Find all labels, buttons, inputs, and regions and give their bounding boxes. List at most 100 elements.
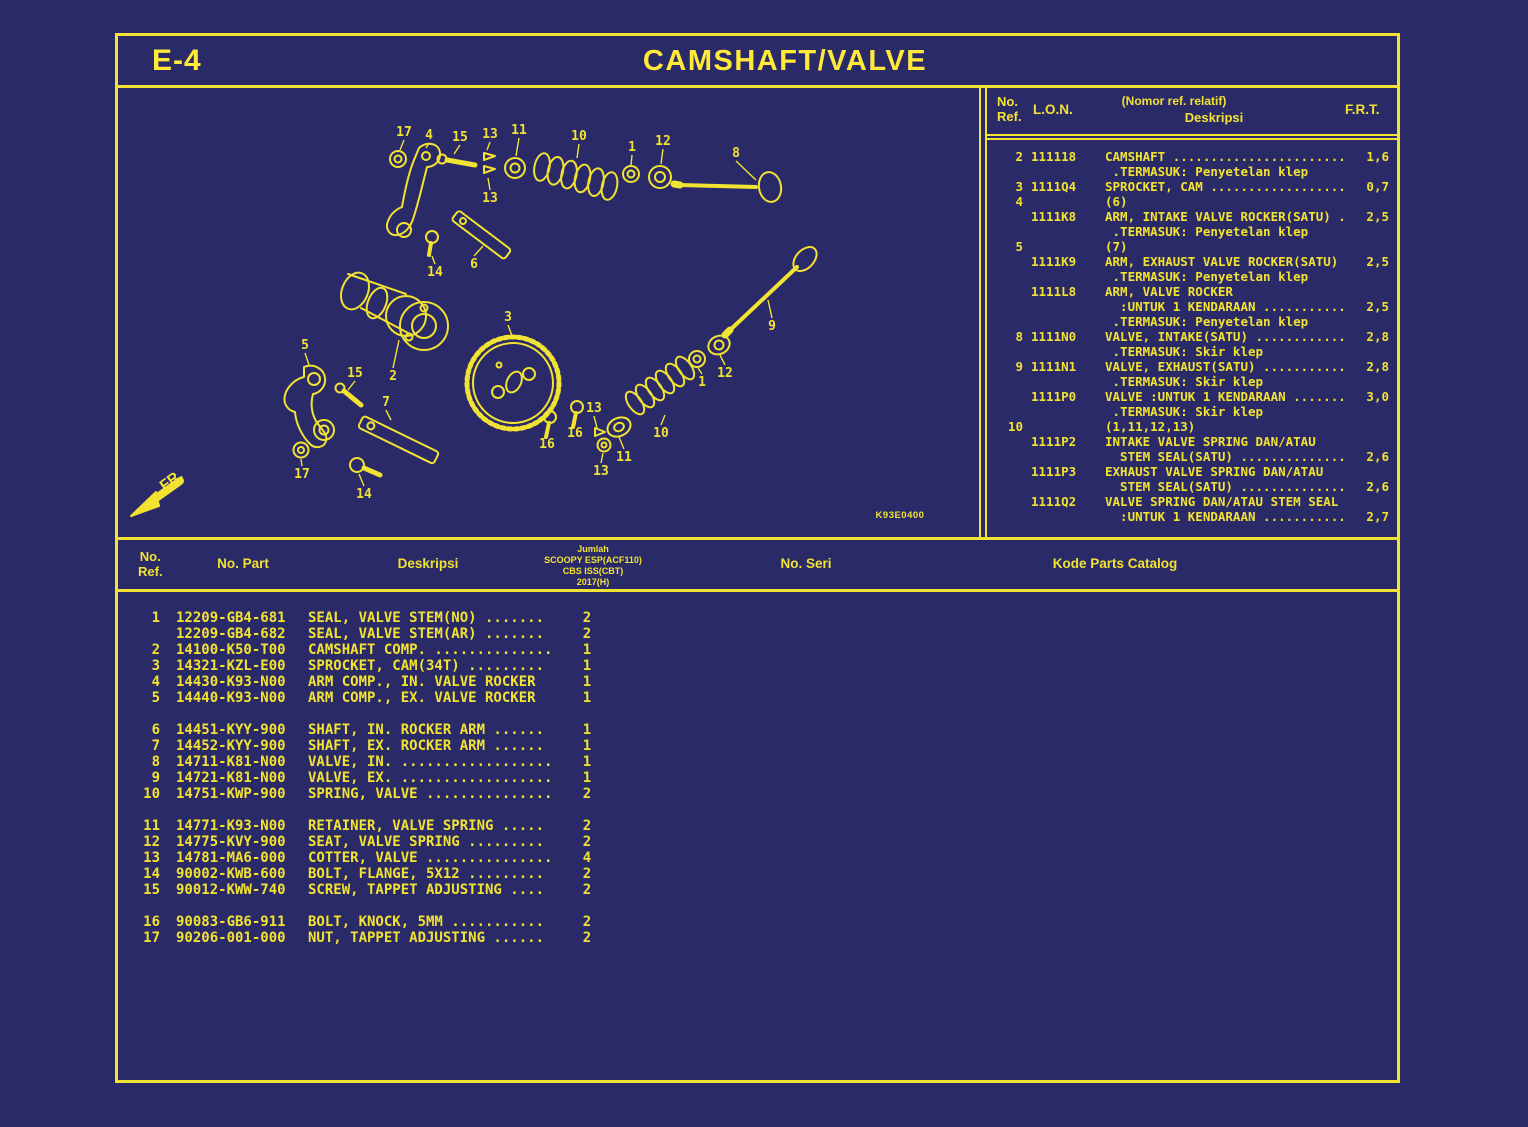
part-qty: 2 (582, 786, 592, 802)
part-number-label: 1 (628, 140, 636, 155)
lon-code (1031, 419, 1095, 434)
lon-code (1031, 164, 1095, 179)
frt-value: 2,5 (1366, 299, 1389, 314)
part-ref-no (132, 626, 160, 642)
frt-value: 2,8 (1366, 329, 1389, 344)
ref-no: 3 (1015, 179, 1023, 194)
label-leader-line (473, 245, 484, 257)
part-number-label: 16 (567, 426, 583, 441)
part-qty: 2 (582, 834, 592, 850)
part-number-label: 4 (425, 128, 433, 143)
ref-description: .TERMASUK: Penyetelan klep (1105, 314, 1309, 329)
frt-value: 2,6 (1366, 479, 1389, 494)
diagram-code: K93E0400 (876, 510, 925, 521)
page-code: E-4 (152, 44, 202, 77)
ref-no (993, 464, 1023, 479)
ref-table-row: :UNTUK 1 KENDARAAN ...........2,7 (993, 509, 1389, 524)
ref-description: .TERMASUK: Skir klep (1105, 404, 1264, 419)
frt-value: 3,0 (1366, 389, 1389, 404)
frt-value (1351, 284, 1389, 299)
label-leader-line (486, 141, 491, 151)
part-description: VALVE, IN. .................. (308, 754, 553, 770)
ref-no (993, 509, 1023, 524)
label-leader-line (660, 148, 664, 165)
part-valve-spring-exhaust (624, 355, 696, 416)
ref-no: 9 (1015, 359, 1023, 374)
ref-no (993, 494, 1023, 509)
frt-value (1351, 224, 1389, 239)
lon-code: 1111K9 (1031, 254, 1077, 269)
part-number: 14451-KYY-900 (176, 722, 286, 738)
frt-value (1351, 314, 1389, 329)
reference-table-header: No. Ref. L.O.N. (Nomor ref. relatif) Des… (987, 88, 1397, 134)
ref-description: ARM, VALVE ROCKER (1105, 284, 1233, 299)
label-leader-line (618, 436, 625, 450)
part-ref-no: 15 (143, 882, 160, 898)
lon-code: 1111N1 (1031, 359, 1077, 374)
ref-description: CAMSHAFT ....................... (1105, 149, 1346, 164)
part-stem-seal (622, 165, 640, 183)
ref-table-row: 10(1,11,12,13) (993, 419, 1389, 434)
label-leader-line (593, 415, 598, 429)
ref-description: SPROCKET, CAM .................. (1105, 179, 1346, 194)
part-number-label: 15 (452, 130, 468, 145)
part-qty: 1 (582, 690, 592, 706)
ref-no (993, 254, 1023, 269)
title-bar: E-4 CAMSHAFT/VALVE (118, 36, 1397, 88)
part-qty: 2 (582, 626, 592, 642)
ref-description: (7) (1105, 239, 1128, 254)
part-number: 14100-K50-T00 (176, 642, 286, 658)
frt-value (1351, 434, 1389, 449)
part-number-label: 3 (504, 310, 512, 325)
part-stem-seal-exhaust (688, 350, 706, 368)
label-leader-line (399, 139, 405, 151)
label-leader-line (358, 473, 365, 487)
ref-description: VALVE, INTAKE(SATU) ............ (1105, 329, 1346, 344)
ref-description: :UNTUK 1 KENDARAAN ........... (1105, 509, 1346, 524)
part-qty: 1 (582, 738, 592, 754)
kode-col-header: Kode Parts Catalog (1052, 556, 1178, 571)
part-ref-no: 17 (143, 930, 160, 946)
ref-no (993, 284, 1023, 299)
ref-table-row: .TERMASUK: Penyetelan klep (993, 224, 1389, 239)
desc-col-header: Deskripsi (1184, 110, 1244, 125)
ref-col-header: No. Ref. (997, 94, 1022, 124)
ref-description: STEM SEAL(SATU) .............. (1105, 449, 1346, 464)
frt-value (1351, 404, 1389, 419)
lon-code (1031, 224, 1095, 239)
label-leader-line (660, 414, 666, 426)
part-ref-no: 12 (143, 834, 160, 850)
ref-description: VALVE SPRING DAN/ATAU STEM SEAL (1105, 494, 1339, 509)
lon-code (1031, 449, 1095, 464)
ref-table-row: STEM SEAL(SATU) ..............2,6 (993, 479, 1389, 494)
frt-value (1351, 164, 1389, 179)
part-description: BOLT, KNOCK, 5MM ........... (308, 914, 545, 930)
ref-no: 5 (1015, 239, 1023, 254)
part-number-label: 14 (427, 265, 443, 280)
part-description: VALVE, EX. .................. (308, 770, 553, 786)
lon-code: 1111Q4 (1031, 179, 1077, 194)
part-number-label: 8 (732, 146, 740, 161)
ref-table-row: .TERMASUK: Skir klep (993, 404, 1389, 419)
page-title: CAMSHAFT/VALVE (642, 45, 928, 77)
ref-no: 8 (1015, 329, 1023, 344)
part-flange-bolt-upper (425, 230, 439, 257)
ref-table-row: 4(6) (993, 194, 1389, 209)
part-number-label: 5 (301, 338, 309, 353)
ref-no (993, 164, 1023, 179)
part-exhaust-valve (721, 246, 818, 339)
part-exhaust-rocker-arm (283, 364, 335, 449)
